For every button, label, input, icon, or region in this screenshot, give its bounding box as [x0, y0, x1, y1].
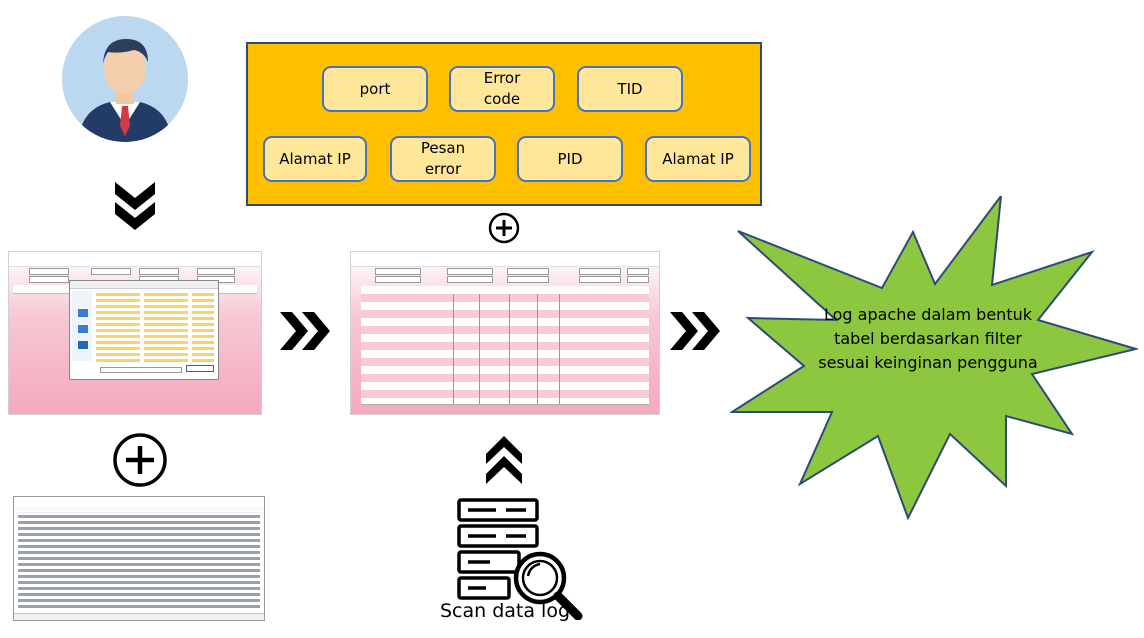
filter-pill-port: port [322, 66, 428, 112]
result-starburst-shape [730, 196, 1138, 520]
double-chevron-right-icon [670, 312, 720, 350]
scan-data-log-label: Scan data log [439, 600, 571, 622]
result-description-text: Log apache dalam bentuk tabel berdasarka… [818, 305, 1038, 372]
filter-pill-label: Error code [483, 69, 521, 108]
user-avatar-icon [62, 16, 188, 142]
filter-pill-alamat-ip-2: Alamat IP [645, 136, 751, 182]
double-chevron-right-icon [280, 312, 330, 350]
filter-pill-tid: TID [577, 66, 683, 112]
double-chevron-down-icon [115, 182, 155, 230]
plus-circle-icon [113, 433, 167, 487]
error-log-notepad-screenshot [13, 496, 265, 621]
plus-circle-icon [488, 212, 520, 244]
filter-pill-pid: PID [517, 136, 623, 182]
app-table-result-screenshot [350, 251, 660, 415]
app-open-file-screenshot [8, 251, 262, 415]
filter-pill-label: port [359, 79, 391, 98]
filter-pill-label: PID [557, 149, 583, 168]
filter-pill-label: TID [617, 79, 643, 98]
filter-pill-label: Alamat IP [662, 149, 734, 168]
filter-pill-label: Alamat IP [279, 149, 351, 168]
server-scan-icon [457, 498, 583, 620]
double-chevron-up-icon [486, 436, 522, 484]
filter-pill-error-code: Error code [449, 66, 555, 112]
filter-pill-pesan-error: Pesan error [390, 136, 496, 182]
filter-pill-alamat-ip: Alamat IP [263, 136, 367, 182]
filter-pill-label: Pesan error [420, 139, 466, 178]
